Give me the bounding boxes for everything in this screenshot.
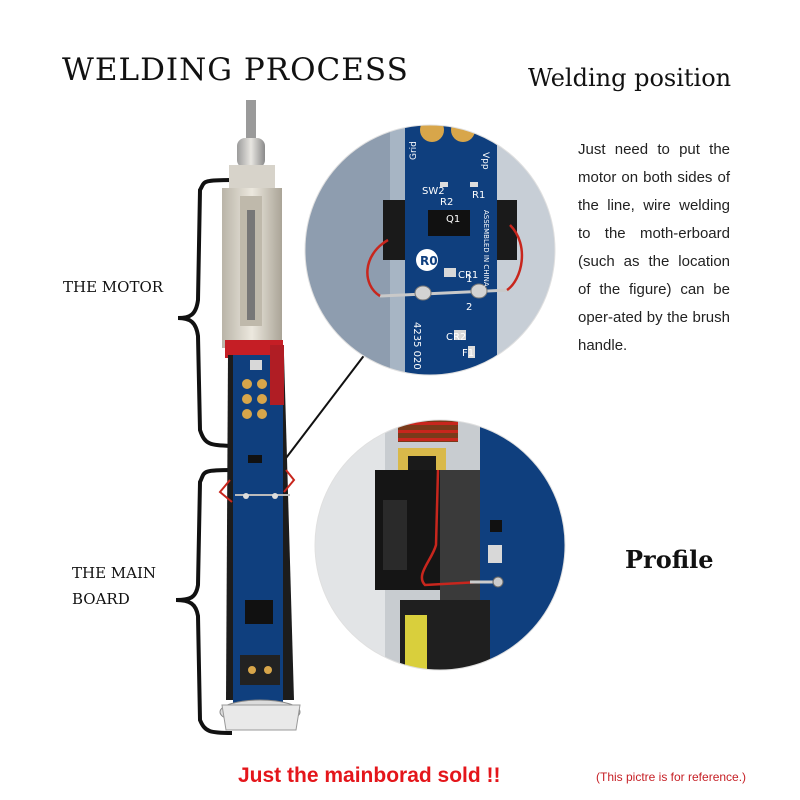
section-title-welding-position: Welding position bbox=[528, 64, 732, 92]
instruction-text: Just need to put the motor on both sides… bbox=[578, 141, 730, 354]
label-main-board-line1: THE MAIN bbox=[72, 564, 157, 582]
callout-line bbox=[282, 344, 373, 463]
pcb-marking-cr2: CR2 bbox=[446, 332, 466, 343]
reference-note: (This pictre is for reference.) bbox=[596, 770, 747, 784]
pcb-marking-cr1: CR1 bbox=[458, 270, 478, 281]
welding-position-detail: Grid Vpp SW2 R2 R1 Q1 ASSEMBLED IN CHINA… bbox=[305, 125, 555, 375]
page-title: WELDING PROCESS bbox=[62, 52, 409, 88]
pcb-marking-vpp: Vpp bbox=[480, 152, 490, 170]
pcb-marking-grid: Grid bbox=[409, 141, 419, 160]
label-the-motor: THE MOTOR bbox=[63, 278, 164, 296]
main-board-bracket bbox=[175, 468, 233, 735]
pcb-marking-pin1: 1 bbox=[466, 274, 472, 285]
pcb-marking-r0: R0 bbox=[420, 254, 438, 268]
sold-notice: Just the mainborad sold !! bbox=[238, 764, 501, 787]
toothbrush-handle-photo bbox=[218, 100, 301, 731]
pcb-marking-q1: Q1 bbox=[446, 214, 460, 225]
label-the-main-board: THE MAIN BOARD bbox=[72, 560, 172, 612]
pcb-marking-assembled: ASSEMBLED IN CHINA bbox=[482, 210, 490, 287]
label-main-board-line2: BOARD bbox=[72, 590, 130, 608]
section-title-profile: Profile bbox=[625, 545, 714, 574]
pcb-marking-f1: F1 bbox=[462, 348, 474, 359]
pcb-marking-part-no: 4235 020 bbox=[411, 322, 422, 370]
pcb-marking-sw2: SW2 bbox=[422, 186, 445, 197]
pcb-marking-r1: R1 bbox=[472, 190, 485, 201]
pcb-marking-r2: R2 bbox=[440, 197, 453, 208]
profile-detail bbox=[315, 420, 565, 670]
motor-bracket bbox=[177, 178, 233, 448]
pcb-marking-pin2: 2 bbox=[466, 302, 472, 313]
